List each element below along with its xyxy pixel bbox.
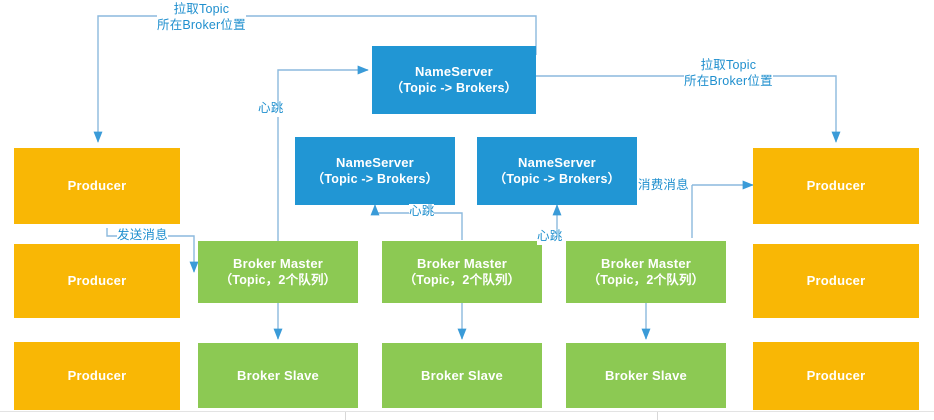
node-label-primary: Broker Master (600, 255, 692, 271)
node-label-primary: NameServer (518, 154, 596, 170)
edge-label-line-1: 拉取Topic (173, 2, 230, 16)
bottom-border-inner (345, 412, 658, 420)
node-label-secondary: （Topic，2个队列） (219, 272, 337, 287)
node-label: Producer (67, 368, 127, 384)
edge-label-line-1: 拉取Topic (700, 58, 757, 72)
edge-label-pull-topic-left: 拉取Topic 所在Broker位置 (157, 2, 246, 34)
edge-label-heartbeat-1: 心跳 (258, 101, 284, 117)
edge-label-consume-message: 消费消息 (638, 178, 689, 194)
node-broker-slave-1[interactable]: Broker Slave (198, 343, 358, 408)
node-nameserver-top[interactable]: NameServer （Topic -> Brokers） (372, 46, 536, 114)
node-nameserver-mid-2[interactable]: NameServer （Topic -> Brokers） (477, 137, 637, 205)
node-label-primary: NameServer (336, 154, 414, 170)
node-label-secondary: （Topic -> Brokers） (390, 80, 518, 95)
edge-label-pull-topic-right: 拉取Topic 所在Broker位置 (684, 58, 773, 90)
node-label-secondary: （Topic -> Brokers） (311, 171, 439, 186)
edge-label-heartbeat-2: 心跳 (409, 204, 435, 220)
node-producer-right-2[interactable]: Producer (753, 244, 919, 318)
node-label: Producer (806, 273, 866, 289)
node-broker-slave-2[interactable]: Broker Slave (382, 343, 542, 408)
node-label-primary: Broker Master (416, 255, 508, 271)
node-producer-right-1[interactable]: Producer (753, 148, 919, 224)
node-producer-left-3[interactable]: Producer (14, 342, 180, 410)
node-label-secondary: （Topic，2个队列） (403, 272, 521, 287)
node-label-primary: NameServer (415, 63, 493, 79)
node-label: Producer (806, 178, 866, 194)
node-label: Producer (806, 368, 866, 384)
node-producer-left-2[interactable]: Producer (14, 244, 180, 318)
bottom-border-strip (0, 411, 934, 420)
node-label-secondary: （Topic，2个队列） (587, 272, 705, 287)
edge-label-heartbeat-3: 心跳 (537, 229, 563, 245)
node-broker-slave-3[interactable]: Broker Slave (566, 343, 726, 408)
node-label: Broker Slave (421, 367, 503, 383)
node-label: Broker Slave (605, 367, 687, 383)
node-label-secondary: （Topic -> Brokers） (493, 171, 621, 186)
node-producer-right-3[interactable]: Producer (753, 342, 919, 410)
node-label: Producer (67, 273, 127, 289)
node-label: Producer (67, 178, 127, 194)
node-nameserver-mid-1[interactable]: NameServer （Topic -> Brokers） (295, 137, 455, 205)
node-broker-master-2[interactable]: Broker Master （Topic，2个队列） (382, 241, 542, 303)
edge-label-line-2: 所在Broker位置 (684, 73, 773, 88)
node-label: Broker Slave (237, 367, 319, 383)
node-producer-left-1[interactable]: Producer (14, 148, 180, 224)
node-broker-master-3[interactable]: Broker Master （Topic，2个队列） (566, 241, 726, 303)
node-label-primary: Broker Master (232, 255, 324, 271)
node-broker-master-1[interactable]: Broker Master （Topic，2个队列） (198, 241, 358, 303)
edge-label-line-2: 所在Broker位置 (157, 17, 246, 32)
edge-label-send-message: 发送消息 (117, 228, 168, 244)
